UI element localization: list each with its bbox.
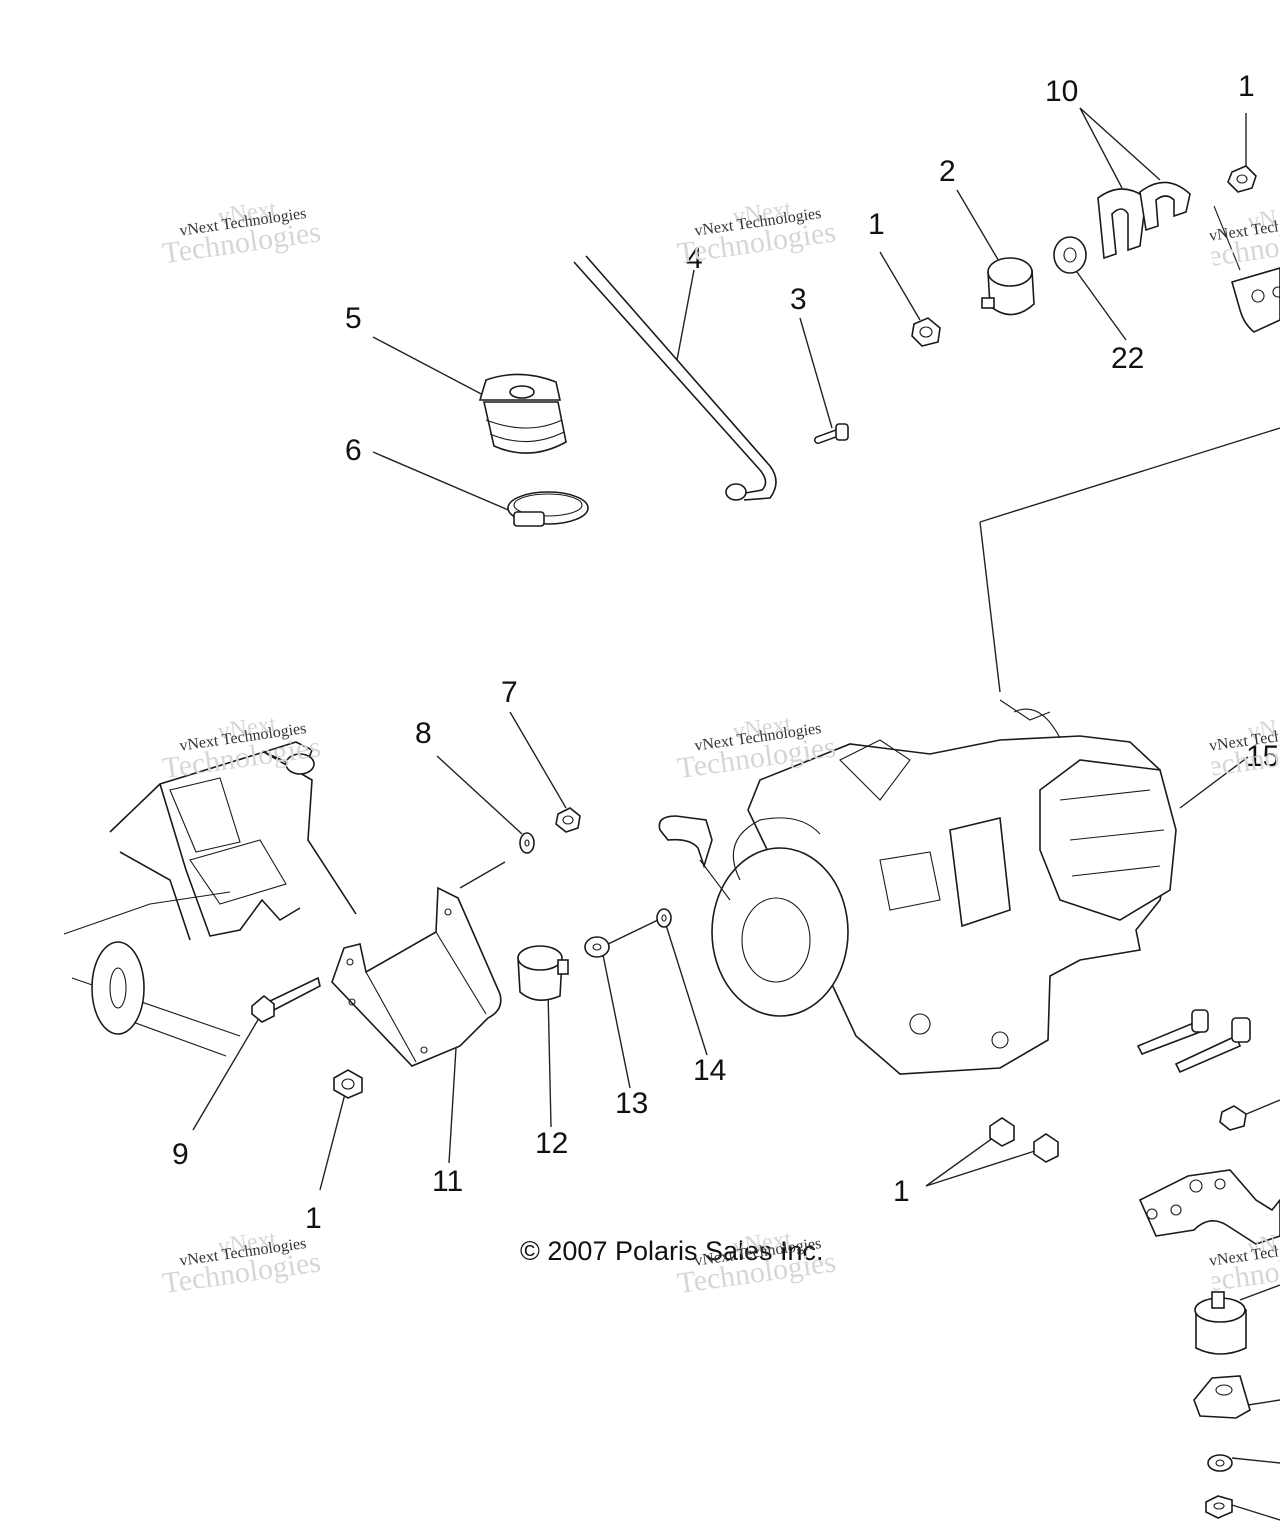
bolt-9-icon — [251, 976, 321, 1023]
callout-10: 10 — [1045, 75, 1078, 108]
mount-12-icon — [517, 945, 569, 1001]
callout-9: 9 — [172, 1138, 189, 1171]
callout-11: 11 — [432, 1165, 463, 1198]
frame-left-icon — [63, 741, 357, 1057]
callout-1-lower: 1 — [893, 1175, 910, 1208]
callout-5: 5 — [345, 302, 362, 335]
callout-8: 8 — [415, 717, 432, 750]
callout-6: 6 — [345, 434, 362, 467]
shims-10-icon — [1097, 181, 1191, 260]
washer-22-icon — [1053, 236, 1087, 274]
nuts-1-lower-icon — [989, 1105, 1247, 1163]
callout-15: 15 — [1246, 740, 1279, 773]
nut-7-icon — [555, 807, 581, 833]
bolt-3-icon — [814, 423, 849, 444]
engine-mount-bracket-11-icon — [331, 886, 502, 1067]
bracket-top-right-icon — [1213, 205, 1280, 333]
callout-1-lower-left: 1 — [305, 1202, 322, 1235]
callout-1-upper: 1 — [868, 208, 885, 241]
engine-bolts-icon — [1136, 1009, 1251, 1074]
copyright-notice: © 2007 Polaris Sales Inc. — [520, 1236, 824, 1266]
washers-lower-right-icon — [1205, 1454, 1233, 1519]
callout-3: 3 — [790, 283, 807, 316]
callout-14: 14 — [693, 1054, 726, 1087]
nut-1-top-right-icon — [1227, 165, 1257, 193]
callout-2: 2 — [939, 155, 956, 188]
callout-7: 7 — [501, 676, 518, 709]
bracket-lower-right-icon — [1138, 1169, 1280, 1245]
breather-hose-4-icon — [573, 255, 777, 501]
callout-4: 4 — [686, 242, 703, 275]
mount-lower-right-icon — [1194, 1291, 1247, 1355]
plate-lower-right-icon — [1193, 1375, 1251, 1419]
nut-1-upper-icon — [911, 317, 941, 347]
washer-8-icon — [519, 832, 535, 854]
leader-lines — [192, 107, 1280, 1521]
callout-labels: 1 1 1 1 2 3 4 5 6 7 8 9 10 11 12 13 14 1… — [172, 70, 1279, 1235]
washer-14-icon — [656, 908, 672, 928]
washer-13-icon — [584, 936, 610, 958]
engine-15-icon — [658, 699, 1177, 1075]
intake-boot-5-icon — [478, 373, 567, 454]
callout-13: 13 — [615, 1087, 648, 1120]
callout-12: 12 — [535, 1127, 568, 1160]
callout-1-top-right: 1 — [1238, 70, 1255, 103]
nut-1-lower-left-icon — [333, 1069, 363, 1099]
mount-2-icon — [981, 257, 1035, 316]
callout-22: 22 — [1111, 342, 1144, 375]
hose-clamp-6-icon — [507, 491, 589, 527]
